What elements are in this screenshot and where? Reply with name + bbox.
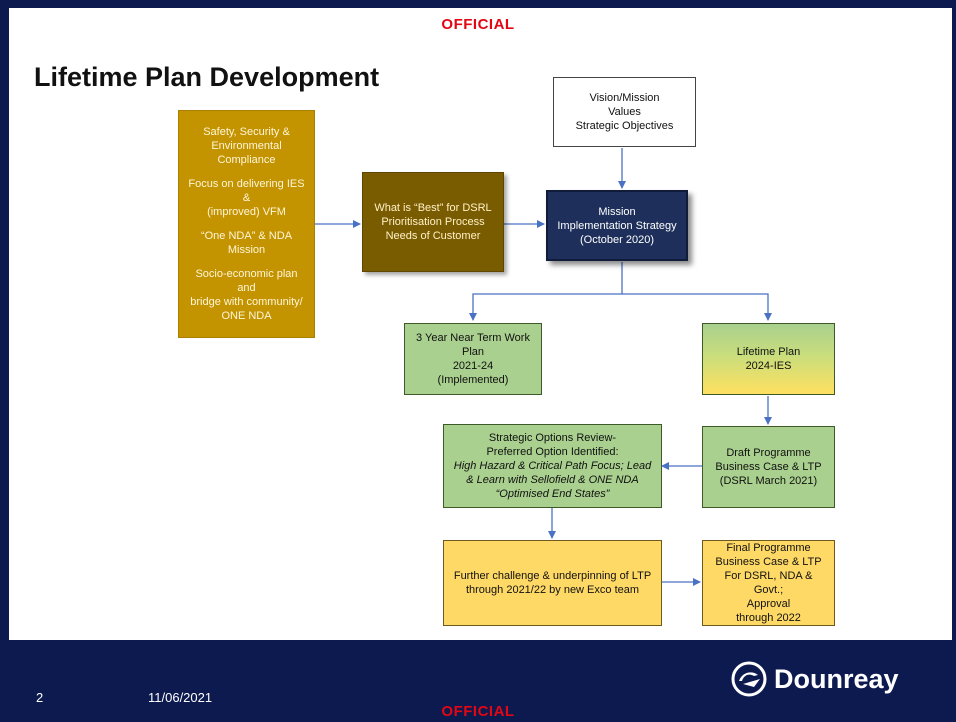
strategic-line: “Optimised End States” xyxy=(495,488,610,500)
further-line: through 2021/22 by new Exco team xyxy=(465,584,640,596)
final-line: Approval xyxy=(746,598,791,610)
further-line: Further challenge & underpinning of LTP xyxy=(453,570,652,582)
connector-mission-to-lifetime xyxy=(622,293,772,321)
near-term-line: Plan xyxy=(461,346,485,358)
drivers-box: Safety, Security & Environmental Complia… xyxy=(178,110,315,338)
final-programme-box: Final Programme Business Case & LTP For … xyxy=(702,540,835,626)
best-for-dsrl-box: What is “Best” for DSRL Prioritisation P… xyxy=(362,172,504,272)
vision-line: Values xyxy=(608,106,641,118)
drivers-line: Mission xyxy=(227,244,266,256)
final-line: through 2022 xyxy=(736,612,801,624)
mission-line: Implementation Strategy xyxy=(557,219,677,232)
mission-line: Mission xyxy=(598,205,636,218)
drivers-line: Safety, Security & xyxy=(203,126,290,138)
dounreay-emblem-icon xyxy=(731,661,767,697)
lifetime-line: 2024-IES xyxy=(745,360,792,372)
strategic-line: High Hazard & Critical Path Focus; Lead xyxy=(453,460,652,472)
dounreay-logo: Dounreay xyxy=(730,659,899,699)
vision-line: Vision/Mission xyxy=(589,92,660,104)
vision-mission-box: Vision/Mission Values Strategic Objectiv… xyxy=(553,77,696,147)
mission-strategy-box: Mission Implementation Strategy (October… xyxy=(546,190,688,261)
slide-title: Lifetime Plan Development xyxy=(34,62,380,92)
strategic-line: Strategic Options Review- xyxy=(488,432,617,444)
strategic-line: & Learn with Sellofield & ONE NDA xyxy=(466,474,639,486)
final-line: For DSRL, NDA & Govt.; xyxy=(724,570,813,596)
footer-bar xyxy=(0,640,956,722)
drivers-line: Compliance xyxy=(217,154,276,166)
lifetime-line: Lifetime Plan xyxy=(736,346,801,358)
near-term-line: 2021-24 xyxy=(452,360,494,372)
draft-programme-box: Draft Programme Business Case & LTP (DSR… xyxy=(702,426,835,508)
page-number: 2 xyxy=(36,690,44,705)
drivers-line: bridge with community/ xyxy=(190,296,303,308)
near-term-line: 3 Year Near Term Work xyxy=(416,332,530,344)
drivers-line: Focus on delivering IES & xyxy=(188,178,305,204)
vision-line: Strategic Objectives xyxy=(575,120,674,132)
drivers-line: Environmental xyxy=(211,140,282,152)
best-line: Needs of Customer xyxy=(385,230,481,242)
draft-line: (DSRL March 2021) xyxy=(719,475,818,487)
best-line: Prioritisation Process xyxy=(381,216,485,228)
strategic-line: Preferred Option Identified: xyxy=(486,446,619,458)
drivers-line: (improved) VFM xyxy=(207,206,286,218)
near-term-line: (Implemented) xyxy=(437,374,509,386)
further-challenge-box: Further challenge & underpinning of LTP … xyxy=(443,540,662,626)
final-line: Business Case & LTP xyxy=(715,556,822,568)
drivers-line: Socio-economic plan and xyxy=(195,268,298,294)
strategic-options-box: Strategic Options Review- Preferred Opti… xyxy=(443,424,662,508)
final-line: Final Programme xyxy=(726,542,811,554)
footer-date: 11/06/2021 xyxy=(148,690,213,705)
mission-line: (October 2020) xyxy=(580,233,654,246)
left-border xyxy=(0,0,9,640)
brand-name: Dounreay xyxy=(774,663,899,694)
draft-line: Business Case & LTP xyxy=(715,461,822,473)
top-bar xyxy=(0,0,956,8)
near-term-plan-box: 3 Year Near Term Work Plan 2021-24 (Impl… xyxy=(404,323,542,395)
lifetime-plan-box: Lifetime Plan 2024-IES xyxy=(702,323,835,395)
draft-line: Draft Programme xyxy=(726,447,811,459)
drivers-line: ONE NDA xyxy=(221,310,272,322)
drivers-line: “One NDA” & NDA xyxy=(200,230,293,242)
classification-header: OFFICIAL xyxy=(441,16,515,33)
right-border xyxy=(952,0,956,640)
best-line: What is “Best” for DSRL xyxy=(374,202,492,214)
classification-footer: OFFICIAL xyxy=(441,703,515,720)
